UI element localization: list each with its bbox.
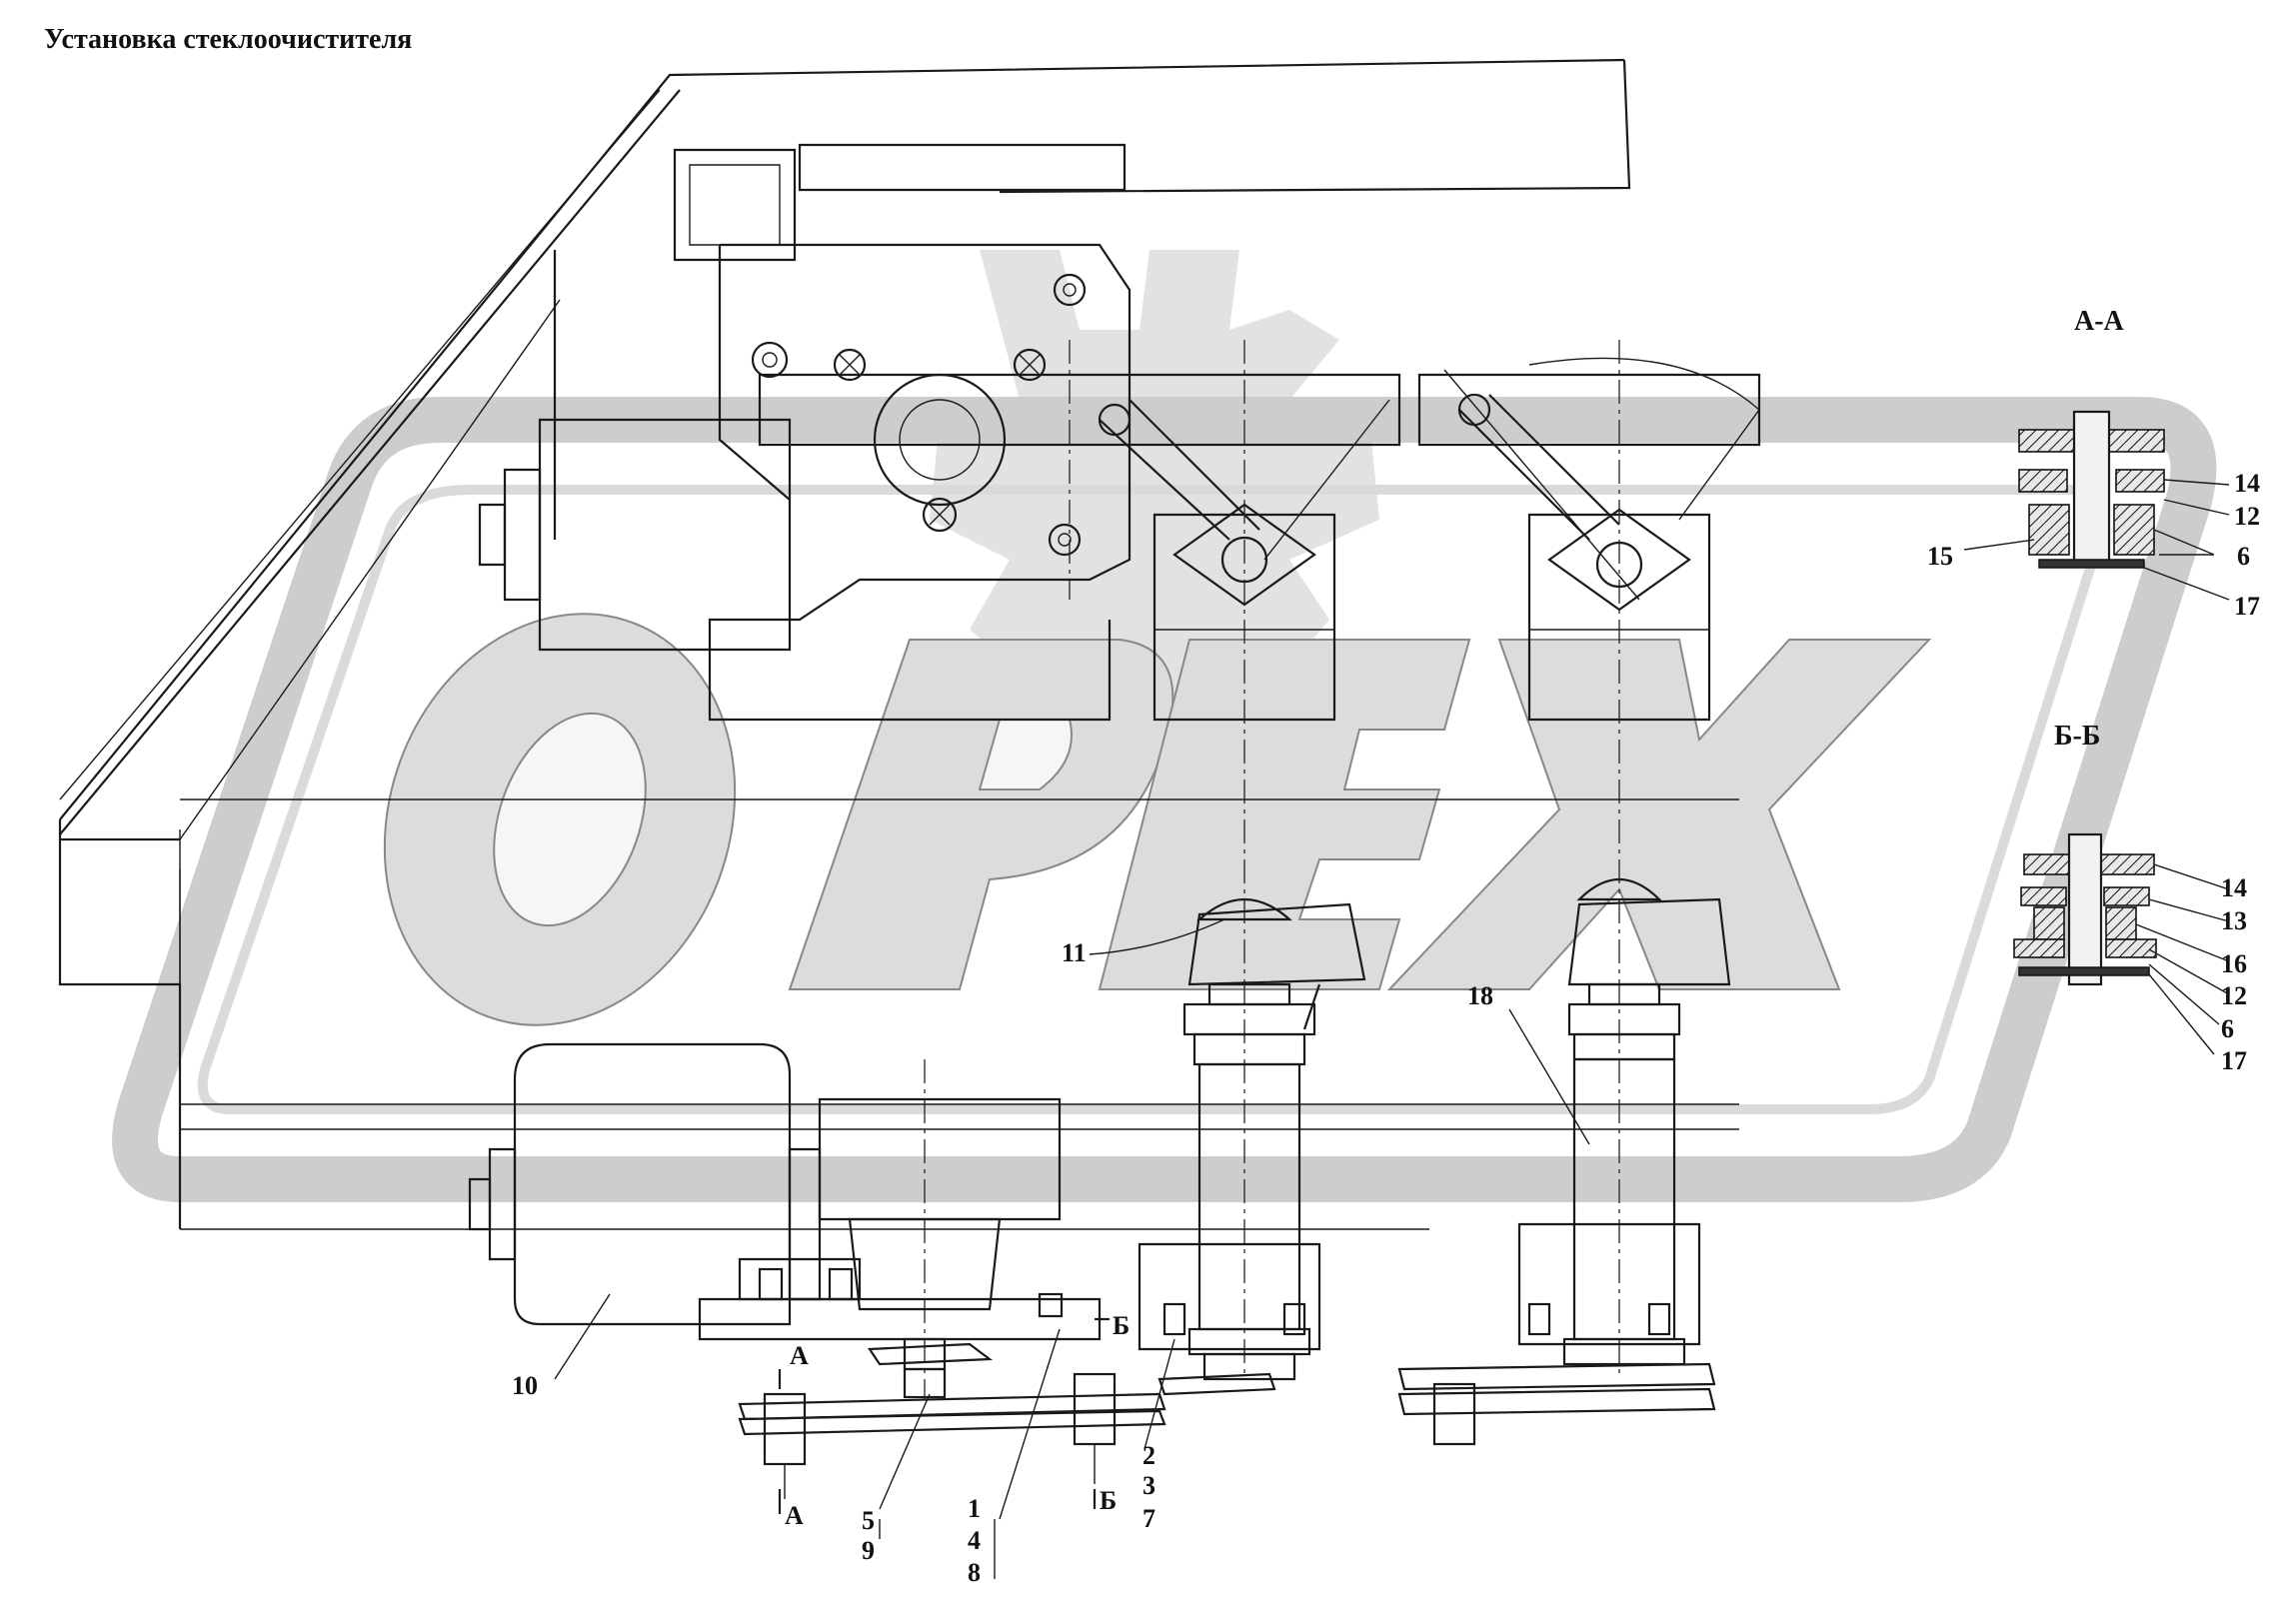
section-aa-title: А-А (2074, 306, 2125, 337)
aa-clip-17 (2038, 559, 2145, 569)
front-view-mechanism (468, 1042, 1166, 1499)
wiper-pivot-left-top (1152, 513, 1336, 722)
bolt-top-2 (833, 348, 867, 382)
aa-callout-17: 17 (2234, 592, 2260, 621)
bb-callout-16: 16 (2221, 949, 2247, 978)
electric-motor-front (513, 1042, 792, 1326)
bb-pin (2067, 832, 2103, 986)
aa-bushing-right (2113, 504, 2155, 556)
aa-callout-6: 6 (2237, 542, 2250, 571)
bb-callout-17: 17 (2221, 1046, 2247, 1075)
cut-mark-a-top: А (790, 1341, 809, 1370)
section-cut-a: А А (778, 1341, 809, 1530)
cut-mark-a-bottom: А (785, 1501, 804, 1530)
watermark-letter-kh (1386, 639, 1932, 990)
aa-washer-left (2018, 469, 2068, 493)
watermark-frame (112, 397, 2217, 1202)
ball-joint-a (763, 1392, 807, 1466)
ball-joint-c (1432, 1382, 1476, 1446)
bolt-top-6 (1048, 523, 1082, 557)
aa-pin (2072, 410, 2111, 564)
cab-frame-outline (58, 58, 1739, 1230)
watermark-letter-e (1098, 639, 1471, 990)
callout-5: 5 (862, 1506, 875, 1535)
wiper-shaft-right-front (1397, 878, 1731, 1446)
front-bolt-2 (828, 1267, 854, 1301)
aa-callout-15: 15 (1927, 542, 1953, 571)
callout-7: 7 (1143, 1504, 1155, 1533)
bb-clip-17 (2018, 966, 2150, 976)
callout-18: 18 (1467, 981, 1493, 1010)
callout-numbers: 11 18 10 5 9 1 4 8 2 3 7 14 12 6 15 17 1… (512, 469, 2260, 1587)
section-aa-detail: А-А (1963, 306, 2230, 601)
callout-8: 8 (968, 1558, 981, 1587)
wiper-arm-base-left (1187, 902, 1366, 986)
callout-4: 4 (968, 1526, 981, 1555)
section-bb-title: Б-Б (2054, 721, 2100, 752)
front-bolt-1 (758, 1267, 784, 1301)
bb-callout-13: 13 (2221, 906, 2247, 935)
aa-callout-14: 14 (2234, 469, 2260, 498)
leader-lines (554, 918, 1590, 1579)
aa-washer-right (2115, 469, 2165, 493)
watermark (112, 250, 2217, 1202)
section-cut-b: Б Б (1093, 1311, 1130, 1515)
wiper-pivot-right-top (1527, 513, 1711, 722)
wiper-shaft-left-front (1138, 898, 1366, 1396)
aa-callout-12: 12 (2234, 502, 2260, 531)
cut-mark-b-bottom: Б (1100, 1486, 1117, 1515)
callout-2: 2 (1143, 1441, 1155, 1470)
bolt-top-3 (1013, 348, 1047, 382)
link-rod-front (738, 1392, 1166, 1421)
bolt-top-4 (1053, 273, 1087, 307)
bolt-top-5 (922, 497, 958, 533)
gear-housing-top (873, 373, 1007, 507)
cut-mark-b-top: Б (1113, 1311, 1130, 1340)
ball-joint-b (1073, 1372, 1117, 1446)
wiper-arm-base-right (1567, 897, 1731, 986)
callout-1: 1 (968, 1494, 981, 1523)
motor-mounting-plate (698, 1297, 1102, 1341)
bolt-top-1 (751, 341, 789, 379)
bb-callout-14: 14 (2221, 873, 2247, 902)
callout-9: 9 (862, 1536, 875, 1565)
section-bb-detail: Б-Б (2013, 721, 2230, 1055)
bb-callout-6: 6 (2221, 1014, 2234, 1043)
link-rod-top (758, 373, 1401, 447)
callout-3: 3 (1143, 1471, 1155, 1500)
bb-callout-12: 12 (2221, 981, 2247, 1010)
drawing-title: Установка стеклоочистителя (44, 24, 413, 55)
front-bolt-3 (1038, 1292, 1064, 1318)
callout-11: 11 (1062, 938, 1087, 967)
watermark-letter-r (788, 639, 1174, 990)
callout-10: 10 (512, 1371, 538, 1400)
aa-bushing-left (2028, 504, 2070, 556)
centerlines (924, 340, 1620, 1399)
